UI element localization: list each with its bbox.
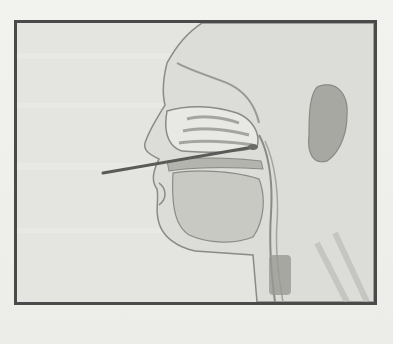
trachea <box>269 255 291 295</box>
nasal-swab-diagram <box>17 23 374 302</box>
diagram-frame <box>14 20 377 305</box>
swab-tip <box>248 144 258 150</box>
tongue <box>173 171 264 242</box>
